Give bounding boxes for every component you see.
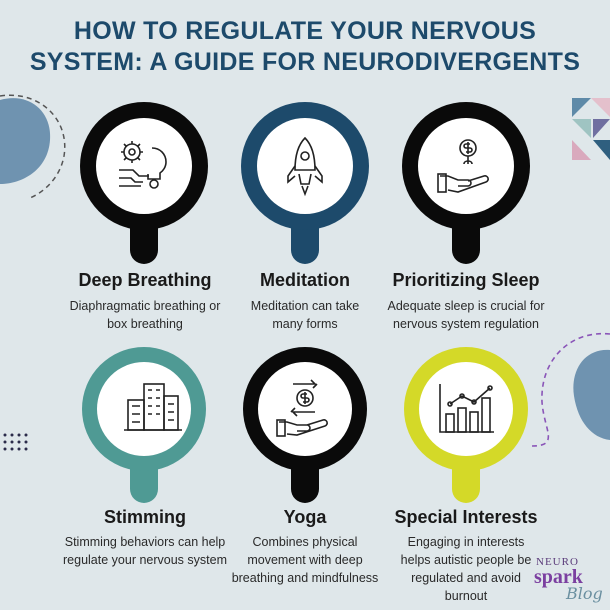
left-blob-decoration	[0, 94, 66, 199]
desc-line: helps autistic people be	[400, 553, 532, 567]
right-blob-decoration	[531, 332, 610, 447]
desc-special-interests: Engaging in interests helps autistic peo…	[366, 533, 566, 605]
desc-line: breathing and mindfulness	[231, 571, 379, 585]
brand-line-1: NEURO	[536, 556, 579, 568]
label-stimming: Stimming	[103, 507, 186, 527]
label-prioritizing-sleep: Prioritizing Sleep	[392, 270, 540, 290]
pin-deep-breathing	[80, 102, 208, 264]
desc-line: Meditation can take	[250, 299, 360, 313]
desc-meditation: Meditation can take many forms	[190, 297, 420, 333]
desc-line: nervous system regulation	[393, 317, 539, 331]
desc-line: box breathing	[107, 317, 183, 331]
desc-line: Engaging in interests	[407, 535, 525, 549]
pin-meditation	[241, 102, 369, 264]
label-deep-breathing: Deep Breathing	[78, 270, 212, 290]
desc-prioritizing-sleep: Adequate sleep is crucial for nervous sy…	[351, 297, 581, 333]
label-meditation: Meditation	[260, 270, 350, 290]
label-special-interests: Special Interests	[394, 507, 538, 527]
brand-line-3: Blog	[566, 584, 603, 603]
brand-line-2: spark	[534, 566, 583, 588]
neurospark-blog-logo: NEURO spark Blog	[530, 556, 610, 610]
desc-line: Combines physical	[252, 535, 358, 549]
pin-prioritizing-sleep	[402, 102, 530, 264]
desc-line: Stimming behaviors can help	[64, 535, 226, 549]
desc-line: many forms	[272, 317, 338, 331]
desc-stimming: Stimming behaviors can help regulate you…	[30, 533, 260, 569]
desc-line: burnout	[444, 589, 488, 603]
desc-yoga: Combines physical movement with deep bre…	[190, 533, 420, 587]
page-title: HOW TO REGULATE YOUR NERVOUS SYSTEM: A G…	[0, 16, 610, 78]
desc-deep-breathing: Diaphragmatic breathing or box breathing	[30, 297, 260, 333]
building-icon	[124, 383, 182, 431]
desc-line: movement with deep	[247, 553, 363, 567]
desc-line: regulate your nervous system	[63, 553, 227, 567]
desc-line: regulated and avoid	[411, 571, 521, 585]
triangle-pattern-decoration	[572, 98, 610, 160]
label-yoga: Yoga	[283, 507, 327, 527]
desc-line: Adequate sleep is crucial for	[387, 299, 545, 313]
gear-brain-icon	[119, 141, 167, 189]
hand-coin-icon	[437, 139, 489, 193]
pin-yoga	[243, 347, 367, 503]
desc-line: Diaphragmatic breathing or	[69, 299, 221, 313]
dot-grid-decoration	[3, 433, 28, 451]
hand-exchange-icon	[276, 379, 328, 437]
title-line-1: HOW TO REGULATE YOUR NERVOUS	[73, 17, 537, 45]
title-line-2: SYSTEM: A GUIDE FOR NEURODIVERGENTS	[29, 48, 581, 76]
chart-icon	[439, 384, 494, 433]
rocket-icon	[287, 136, 323, 197]
